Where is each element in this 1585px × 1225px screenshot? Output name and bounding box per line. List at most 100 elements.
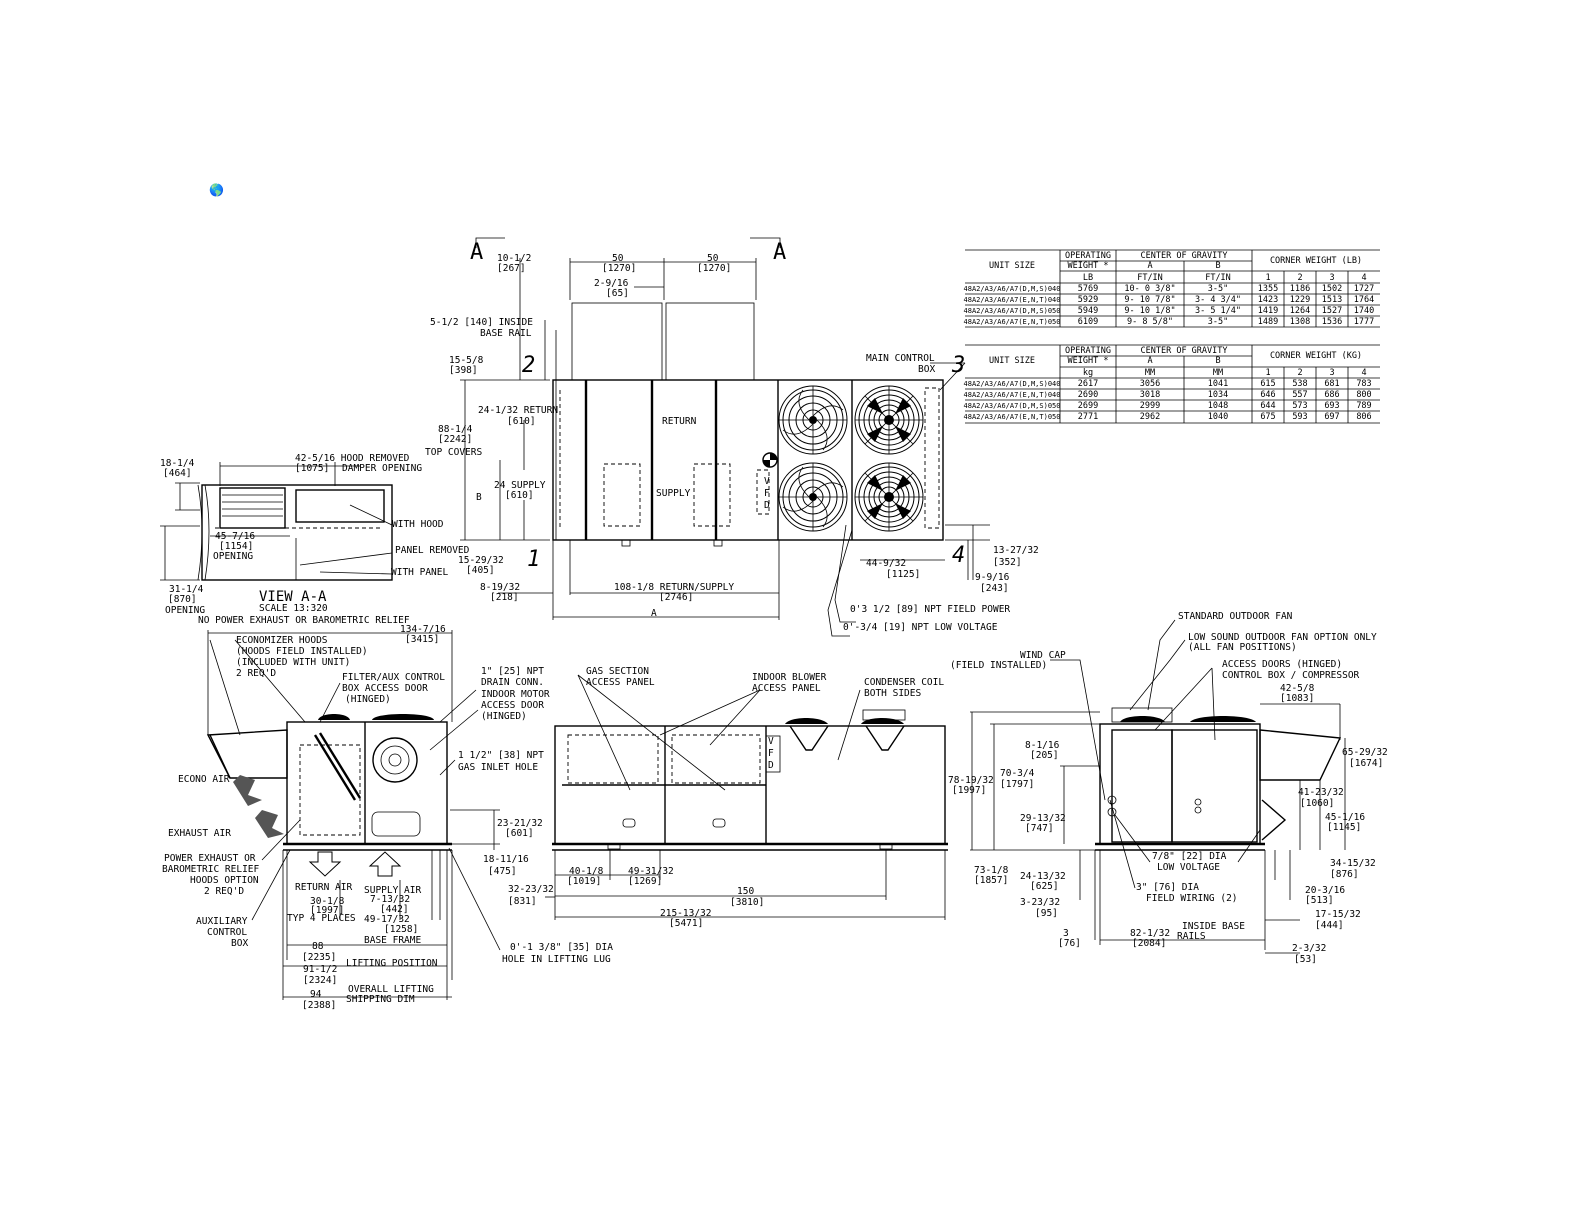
- end-view-labels-text-13: 45-1/16: [1325, 812, 1365, 823]
- side-view-left-labels-text-14: (HINGED): [481, 711, 527, 722]
- section-mark-a-right: A: [773, 240, 786, 265]
- side-view-left-labels-text-45: 94: [310, 989, 322, 1000]
- view-aa-dims-text-5: WITH HOOD: [392, 519, 444, 530]
- front-view-labels-text-9: 40-1/8: [569, 866, 604, 877]
- view-aa-scale-text-0: SCALE 13:320: [259, 603, 328, 614]
- table-kg-header-cog: CENTER OF GRAVITY: [1141, 346, 1228, 356]
- side-view-left-labels-text-50: HOLE IN LIFTING LUG: [502, 954, 611, 965]
- side-view-left-labels-text-1: 134-7/16: [400, 624, 446, 635]
- side-view-left-labels-text-2: [3415]: [405, 634, 439, 645]
- table-kg-header-corner-3: 3: [1329, 368, 1334, 378]
- front-view-labels-text-17: 215-13/32: [660, 908, 711, 919]
- table-kg-header-weight: WEIGHT *: [1068, 356, 1109, 366]
- side-view-left-labels-text-41: BASE FRAME: [364, 935, 421, 946]
- table-lb-row-2-cell-5: 1264: [1290, 306, 1310, 316]
- table-kg-row-2-cell-2: 2999: [1140, 401, 1160, 411]
- table-lb-row-3-cell-2: 9- 8 5/8": [1127, 317, 1173, 327]
- end-view-labels-text-28: [95]: [1035, 908, 1058, 919]
- table-lb-row-1-cell-1: 5929: [1078, 295, 1098, 305]
- front-view-labels-text-15: 150: [737, 886, 754, 897]
- front-view-labels-text-6: V: [768, 736, 774, 747]
- side-view-left-labels-text-9: (HINGED): [345, 694, 391, 705]
- top-view-dims-text-8: 5-1/2 [140] INSIDE: [430, 317, 533, 328]
- table-lb-row-2-cell-4: 1419: [1258, 306, 1278, 316]
- table-lb-row-3-cell-4: 1489: [1258, 317, 1278, 327]
- end-view-labels-text-9: 65-29/32: [1342, 747, 1388, 758]
- end-view-labels-text-22: [747]: [1025, 823, 1054, 834]
- end-view-labels-text-40: [876]: [1330, 869, 1359, 880]
- front-view-labels-text-16: [3810]: [730, 897, 764, 908]
- table-lb-header-unit-size: UNIT SIZE: [989, 261, 1035, 271]
- side-view-left-labels-text-35: 23-21/32: [497, 818, 543, 829]
- top-view-dims-text-33: 9-9/16: [975, 572, 1010, 583]
- table-kg-row-1-cell-2: 3018: [1140, 390, 1160, 400]
- side-view-left-labels-text-33: 49-17/32: [364, 914, 410, 925]
- top-view-dims-text-16: TOP COVERS: [425, 447, 482, 458]
- end-view-labels-text-26: [625]: [1030, 881, 1059, 892]
- top-view-dims-text-26: A: [651, 608, 657, 619]
- top-view-dims-text-15: [2242]: [438, 434, 472, 445]
- table-lb-header-corner-2: 2: [1297, 273, 1302, 283]
- callout-4: 4: [952, 543, 965, 568]
- end-view-labels-text-34: RAILS: [1177, 931, 1206, 942]
- top-view-dims-text-21: [405]: [466, 565, 495, 576]
- table-kg-row-2-cell-3: 1048: [1208, 401, 1228, 411]
- side-view-left-labels-text-10: 1" [25] NPT: [481, 666, 544, 677]
- table-lb-row-2-cell-0: 48A2/A3/A6/A7(D,M,S)050: [964, 307, 1061, 315]
- table-lb-row-0-cell-4: 1355: [1258, 284, 1278, 294]
- table-lb-row-1-cell-3: 3- 4 3/4": [1195, 295, 1241, 305]
- end-view-labels-text-17: 78-19/32: [948, 775, 994, 786]
- front-view-labels-text-2: INDOOR BLOWER: [752, 672, 827, 683]
- table-kg-header-operating: OPERATING: [1065, 346, 1111, 356]
- end-view-labels-text-42: [513]: [1305, 895, 1334, 906]
- top-view-dims-text-36: 0'-3/4 [19] NPT LOW VOLTAGE: [843, 622, 998, 633]
- top-view-dims-text-14: 88-1/4: [438, 424, 473, 435]
- side-view-left-labels-text-8: BOX ACCESS DOOR: [342, 683, 428, 694]
- side-view-left-labels-text-25: BOX: [231, 938, 248, 949]
- table-kg-row-0-cell-7: 783: [1356, 379, 1371, 389]
- table-lb-row-3-cell-7: 1777: [1354, 317, 1374, 327]
- top-view-dims-text-7: [65]: [606, 288, 629, 299]
- end-view-labels-text-31: 82-1/32: [1130, 928, 1170, 939]
- table-lb-header-operating: OPERATING: [1065, 251, 1111, 261]
- top-view-dims-text-3: [1270]: [602, 263, 636, 274]
- table-kg-row-0-cell-1: 2617: [1078, 379, 1098, 389]
- end-view-labels-text-29: 3: [1063, 928, 1069, 939]
- table-kg-row-0-cell-5: 538: [1292, 379, 1307, 389]
- front-view-labels-text-18: [5471]: [669, 918, 703, 929]
- table-lb-row-0-cell-3: 3-5": [1208, 284, 1228, 294]
- top-view-dims-text-34: [243]: [980, 583, 1009, 594]
- top-view-dims-text-1: [267]: [497, 263, 526, 274]
- top-view-dims-text-11: [398]: [449, 365, 478, 376]
- table-lb-row-1-cell-2: 9- 10 7/8": [1124, 295, 1175, 305]
- side-view-left-labels-text-6: 2 REQ'D: [236, 668, 276, 679]
- top-view-dims-text-31: 13-27/32: [993, 545, 1039, 556]
- side-view-left-labels-text-38: [475]: [488, 866, 517, 877]
- end-view-labels-text-21: 29-13/32: [1020, 813, 1066, 824]
- table-lb-header-corner-3: 3: [1329, 273, 1334, 283]
- table-lb-row-2-cell-1: 5949: [1078, 306, 1098, 316]
- top-view-dims-text-24: 108-1/8 RETURN/SUPPLY: [614, 582, 734, 593]
- top-view-dims-text-28: BOX: [918, 364, 935, 375]
- table-kg-header-corner-weight: CORNER WEIGHT (KG): [1270, 351, 1362, 361]
- table-kg-row-1-cell-0: 48A2/A3/A6/A7(E,N,T)040: [964, 391, 1061, 399]
- side-view-left-labels-text-37: 18-11/16: [483, 854, 529, 865]
- top-view-dims-text-2: 50: [612, 253, 624, 264]
- table-kg-header-b-unit: MM: [1213, 368, 1223, 378]
- table-lb-row-0-cell-5: 1186: [1290, 284, 1310, 294]
- side-view-left-labels-text-39: 88: [312, 941, 324, 952]
- table-kg-row-0-cell-4: 615: [1260, 379, 1275, 389]
- side-view-left-labels-text-23: AUXILIARY: [196, 916, 248, 927]
- side-view-left-labels-text-15: 1 1/2" [38] NPT: [458, 750, 544, 761]
- side-view-left-labels-text-7: FILTER/AUX CONTROL: [342, 672, 445, 683]
- front-view-labels-text-11: 49-31/32: [628, 866, 674, 877]
- table-lb-header-b-unit: FT/IN: [1205, 273, 1231, 283]
- front-view-labels-text-8: D: [768, 760, 774, 771]
- side-view-left-labels-text-24: CONTROL: [207, 927, 247, 938]
- side-view-left-labels-text-31: 7-13/32: [370, 894, 410, 905]
- end-view-labels-text-15: 8-1/16: [1025, 740, 1060, 751]
- side-view-left-outline: [206, 630, 501, 1000]
- table-lb-row-1-cell-6: 1513: [1322, 295, 1342, 305]
- end-view-labels-text-12: [1060]: [1300, 798, 1334, 809]
